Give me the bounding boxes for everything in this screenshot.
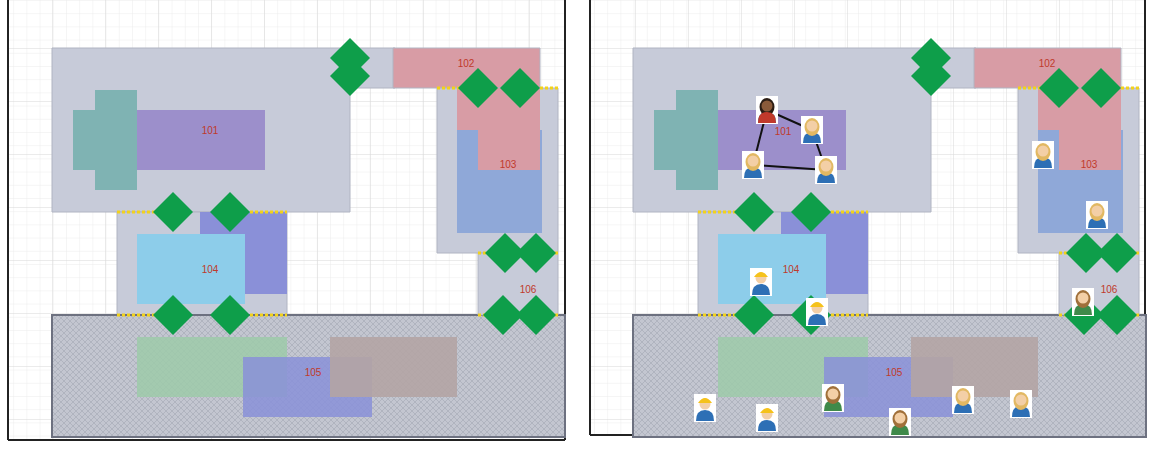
- room-number: 104: [201, 264, 220, 276]
- room-number: 101: [774, 126, 793, 138]
- room-shape: [117, 212, 287, 315]
- room-number: 103: [499, 159, 518, 171]
- room-shape: [437, 88, 558, 253]
- room-area: 103: [1018, 88, 1139, 253]
- room-number: 105: [885, 367, 904, 379]
- room-number: 103: [1080, 159, 1099, 171]
- room-number: 104: [782, 264, 801, 276]
- room-area: 103: [437, 88, 558, 253]
- room-number: 106: [1100, 284, 1119, 296]
- room-number: 106: [519, 284, 538, 296]
- room-area: 104: [117, 212, 287, 315]
- room-number: 101: [201, 125, 220, 137]
- room-number: 102: [457, 58, 476, 70]
- room-area: 105: [52, 315, 565, 437]
- room-number: 105: [304, 367, 323, 379]
- room-number: 102: [1038, 58, 1057, 70]
- room-shape: [1018, 88, 1139, 253]
- room-shape: [698, 212, 868, 315]
- room-area: 104: [698, 212, 868, 315]
